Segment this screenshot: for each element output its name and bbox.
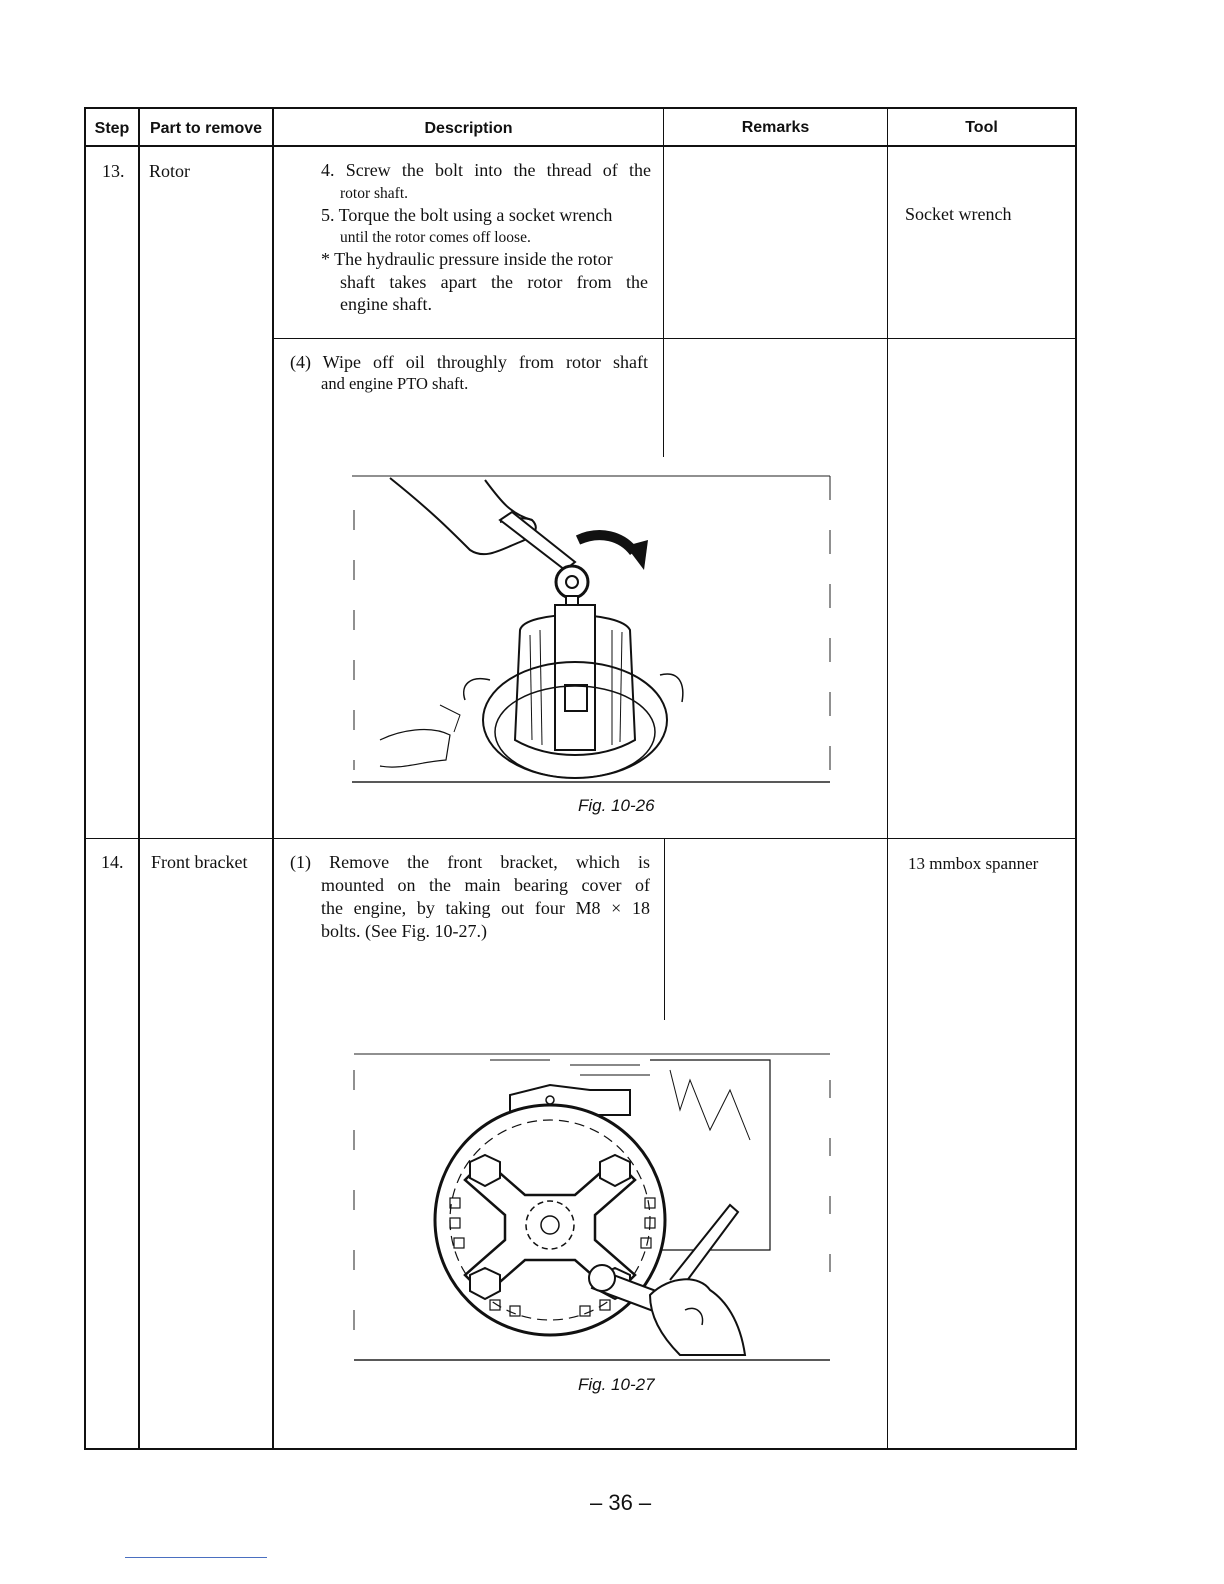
page-number: – 36 – <box>590 1490 652 1515</box>
tool-socket-wrench: Socket wrench <box>905 204 1012 224</box>
figure-10-26-illustration <box>352 475 831 783</box>
header-remarks: Remarks <box>741 119 810 136</box>
part-front-bracket: Front bracket <box>151 852 248 872</box>
desc-line: (1) Remove the front bracket, which is <box>290 852 650 872</box>
desc-line: bolts. (See Fig. 10-27.) <box>321 921 487 941</box>
part-rotor: Rotor <box>149 161 191 181</box>
desc-line: mounted on the main bearing cover of <box>321 875 650 895</box>
figure-10-26-caption: Fig. 10-26 <box>578 796 655 815</box>
desc-line: until the rotor comes off loose. <box>340 229 531 246</box>
desc-line: * The hydraulic pressure inside the roto… <box>321 249 613 269</box>
header-part-to-remove: Part to remove <box>149 120 263 137</box>
step-14: 14. <box>101 852 124 872</box>
desc-line: rotor shaft. <box>340 185 409 202</box>
desc-line: 4. Screw the bolt into the thread of the <box>321 160 651 180</box>
desc-line: the engine, by taking out four M8 × 18 <box>321 898 650 918</box>
header-description: Description <box>424 120 513 137</box>
footer-rule <box>125 1557 267 1558</box>
header-step: Step <box>94 120 130 137</box>
desc-line: and engine PTO shaft. <box>321 374 469 393</box>
desc-line: engine shaft. <box>340 294 432 314</box>
tool-13mm-box-spanner: 13 mmbox spanner <box>908 854 1039 873</box>
header-tool: Tool <box>965 119 998 136</box>
desc-line: (4) Wipe off oil throughly from rotor sh… <box>290 352 648 372</box>
figure-10-27-caption: Fig. 10-27 <box>578 1375 655 1394</box>
step-13: 13. <box>102 161 125 181</box>
desc-line: shaft takes apart the rotor from the <box>340 272 648 292</box>
desc-line: 5. Torque the bolt using a socket wrench <box>321 205 613 225</box>
figure-10-27-illustration <box>353 1053 831 1361</box>
